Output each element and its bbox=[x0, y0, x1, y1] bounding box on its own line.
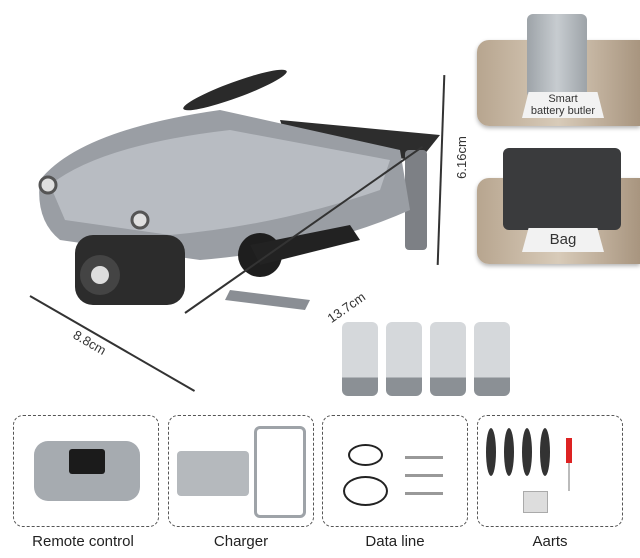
adapter-cable-image bbox=[405, 492, 443, 495]
height-label: 6.16cm bbox=[453, 136, 469, 179]
bag-label: Bag bbox=[522, 228, 604, 252]
drone-image bbox=[38, 69, 440, 310]
bag-image bbox=[503, 148, 621, 230]
screwdriver-image bbox=[566, 438, 572, 463]
charger-image bbox=[177, 451, 249, 496]
propeller-image bbox=[522, 428, 532, 476]
battery-guard-image bbox=[254, 426, 306, 518]
battery-image bbox=[342, 322, 378, 396]
battery-butler-label-line2: battery butler bbox=[530, 105, 596, 117]
battery-image bbox=[474, 322, 510, 396]
remote-control-image bbox=[34, 441, 140, 501]
parts-label: Aarts bbox=[532, 533, 568, 550]
data-line-label: Data line bbox=[365, 533, 425, 550]
charger-box bbox=[168, 415, 314, 527]
adapter-cable-image bbox=[405, 456, 443, 459]
screwdriver-shaft bbox=[568, 463, 570, 491]
remote-control-label: Remote control bbox=[32, 533, 134, 550]
battery-butler-label-line1: Smart bbox=[548, 93, 578, 105]
adapter-cable-image bbox=[405, 474, 443, 477]
charger-label: Charger bbox=[213, 533, 269, 550]
battery-butler-label: Smart battery butler bbox=[522, 92, 604, 118]
propeller-image bbox=[540, 428, 550, 476]
batteries-row bbox=[342, 322, 510, 396]
battery-butler-panel: Smart battery butler bbox=[477, 14, 640, 126]
parts-box bbox=[477, 415, 623, 527]
battery-image bbox=[386, 322, 422, 396]
data-line-box bbox=[322, 415, 468, 527]
remote-control-box bbox=[13, 415, 159, 527]
battery-butler-image bbox=[527, 14, 587, 98]
propeller-image bbox=[504, 428, 514, 476]
propeller-image bbox=[486, 428, 496, 476]
usb-cable-image bbox=[348, 444, 383, 466]
bag-panel: Bag bbox=[477, 148, 640, 264]
battery-image bbox=[430, 322, 466, 396]
gimbal-cover-image bbox=[523, 491, 548, 513]
usb-cable-image bbox=[343, 476, 388, 506]
